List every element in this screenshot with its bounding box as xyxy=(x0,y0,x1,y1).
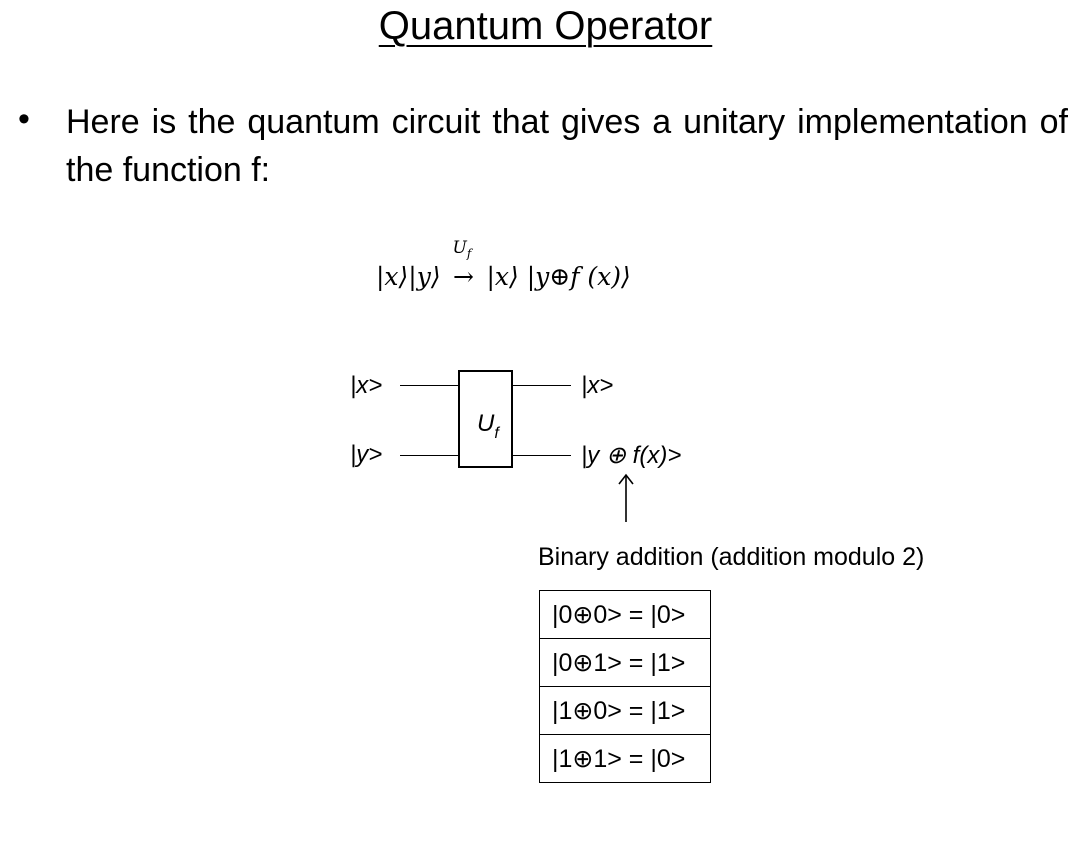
table-row: |1⊕0> = |1> xyxy=(539,686,711,735)
arrow-icon: → xyxy=(453,262,474,291)
input-x-label: |x> xyxy=(350,372,383,399)
bullet-marker: • xyxy=(18,100,30,138)
output-x-label: |x> xyxy=(581,372,614,399)
equation-lhs: |x⟩|y⟩ xyxy=(376,262,441,291)
table-cell: |1⊕0> = |1> xyxy=(539,686,711,735)
xor-truth-table: |0⊕0> = |0> |0⊕1> = |1> |1⊕0> = |1> |1⊕1… xyxy=(539,590,711,783)
table-caption: Binary addition (addition modulo 2) xyxy=(538,543,925,571)
operator-equation: |x⟩|y⟩ Uf → |x⟩ |y⊕f (x)⟩ xyxy=(376,238,631,291)
gate-label: Uf xyxy=(477,410,499,442)
table-cell: |1⊕1> = |0> xyxy=(539,734,711,783)
table-row: |0⊕0> = |0> xyxy=(539,590,711,639)
up-arrow-icon xyxy=(618,473,634,522)
bullet-text: Here is the quantum circuit that gives a… xyxy=(66,103,1068,189)
input-wire-top xyxy=(400,385,458,386)
table-row: |1⊕1> = |0> xyxy=(539,734,711,783)
mapping-arrow: Uf → xyxy=(449,238,479,291)
table-cell: |0⊕1> = |1> xyxy=(539,638,711,687)
arrow-operator-label: Uf xyxy=(452,238,472,261)
output-wire-bottom xyxy=(513,455,571,456)
input-y-label: |y> xyxy=(350,441,383,468)
uf-gate: Uf xyxy=(458,370,513,468)
equation-rhs: |x⟩ |y⊕f (x)⟩ xyxy=(486,262,631,291)
input-wire-bottom xyxy=(400,455,458,456)
output-y-label: |y ⊕ f(x)> xyxy=(581,442,682,469)
table-cell: |0⊕0> = |0> xyxy=(539,590,711,639)
slide-title: Quantum Operator xyxy=(378,4,713,48)
output-wire-top xyxy=(513,385,571,386)
table-row: |0⊕1> = |1> xyxy=(539,638,711,687)
